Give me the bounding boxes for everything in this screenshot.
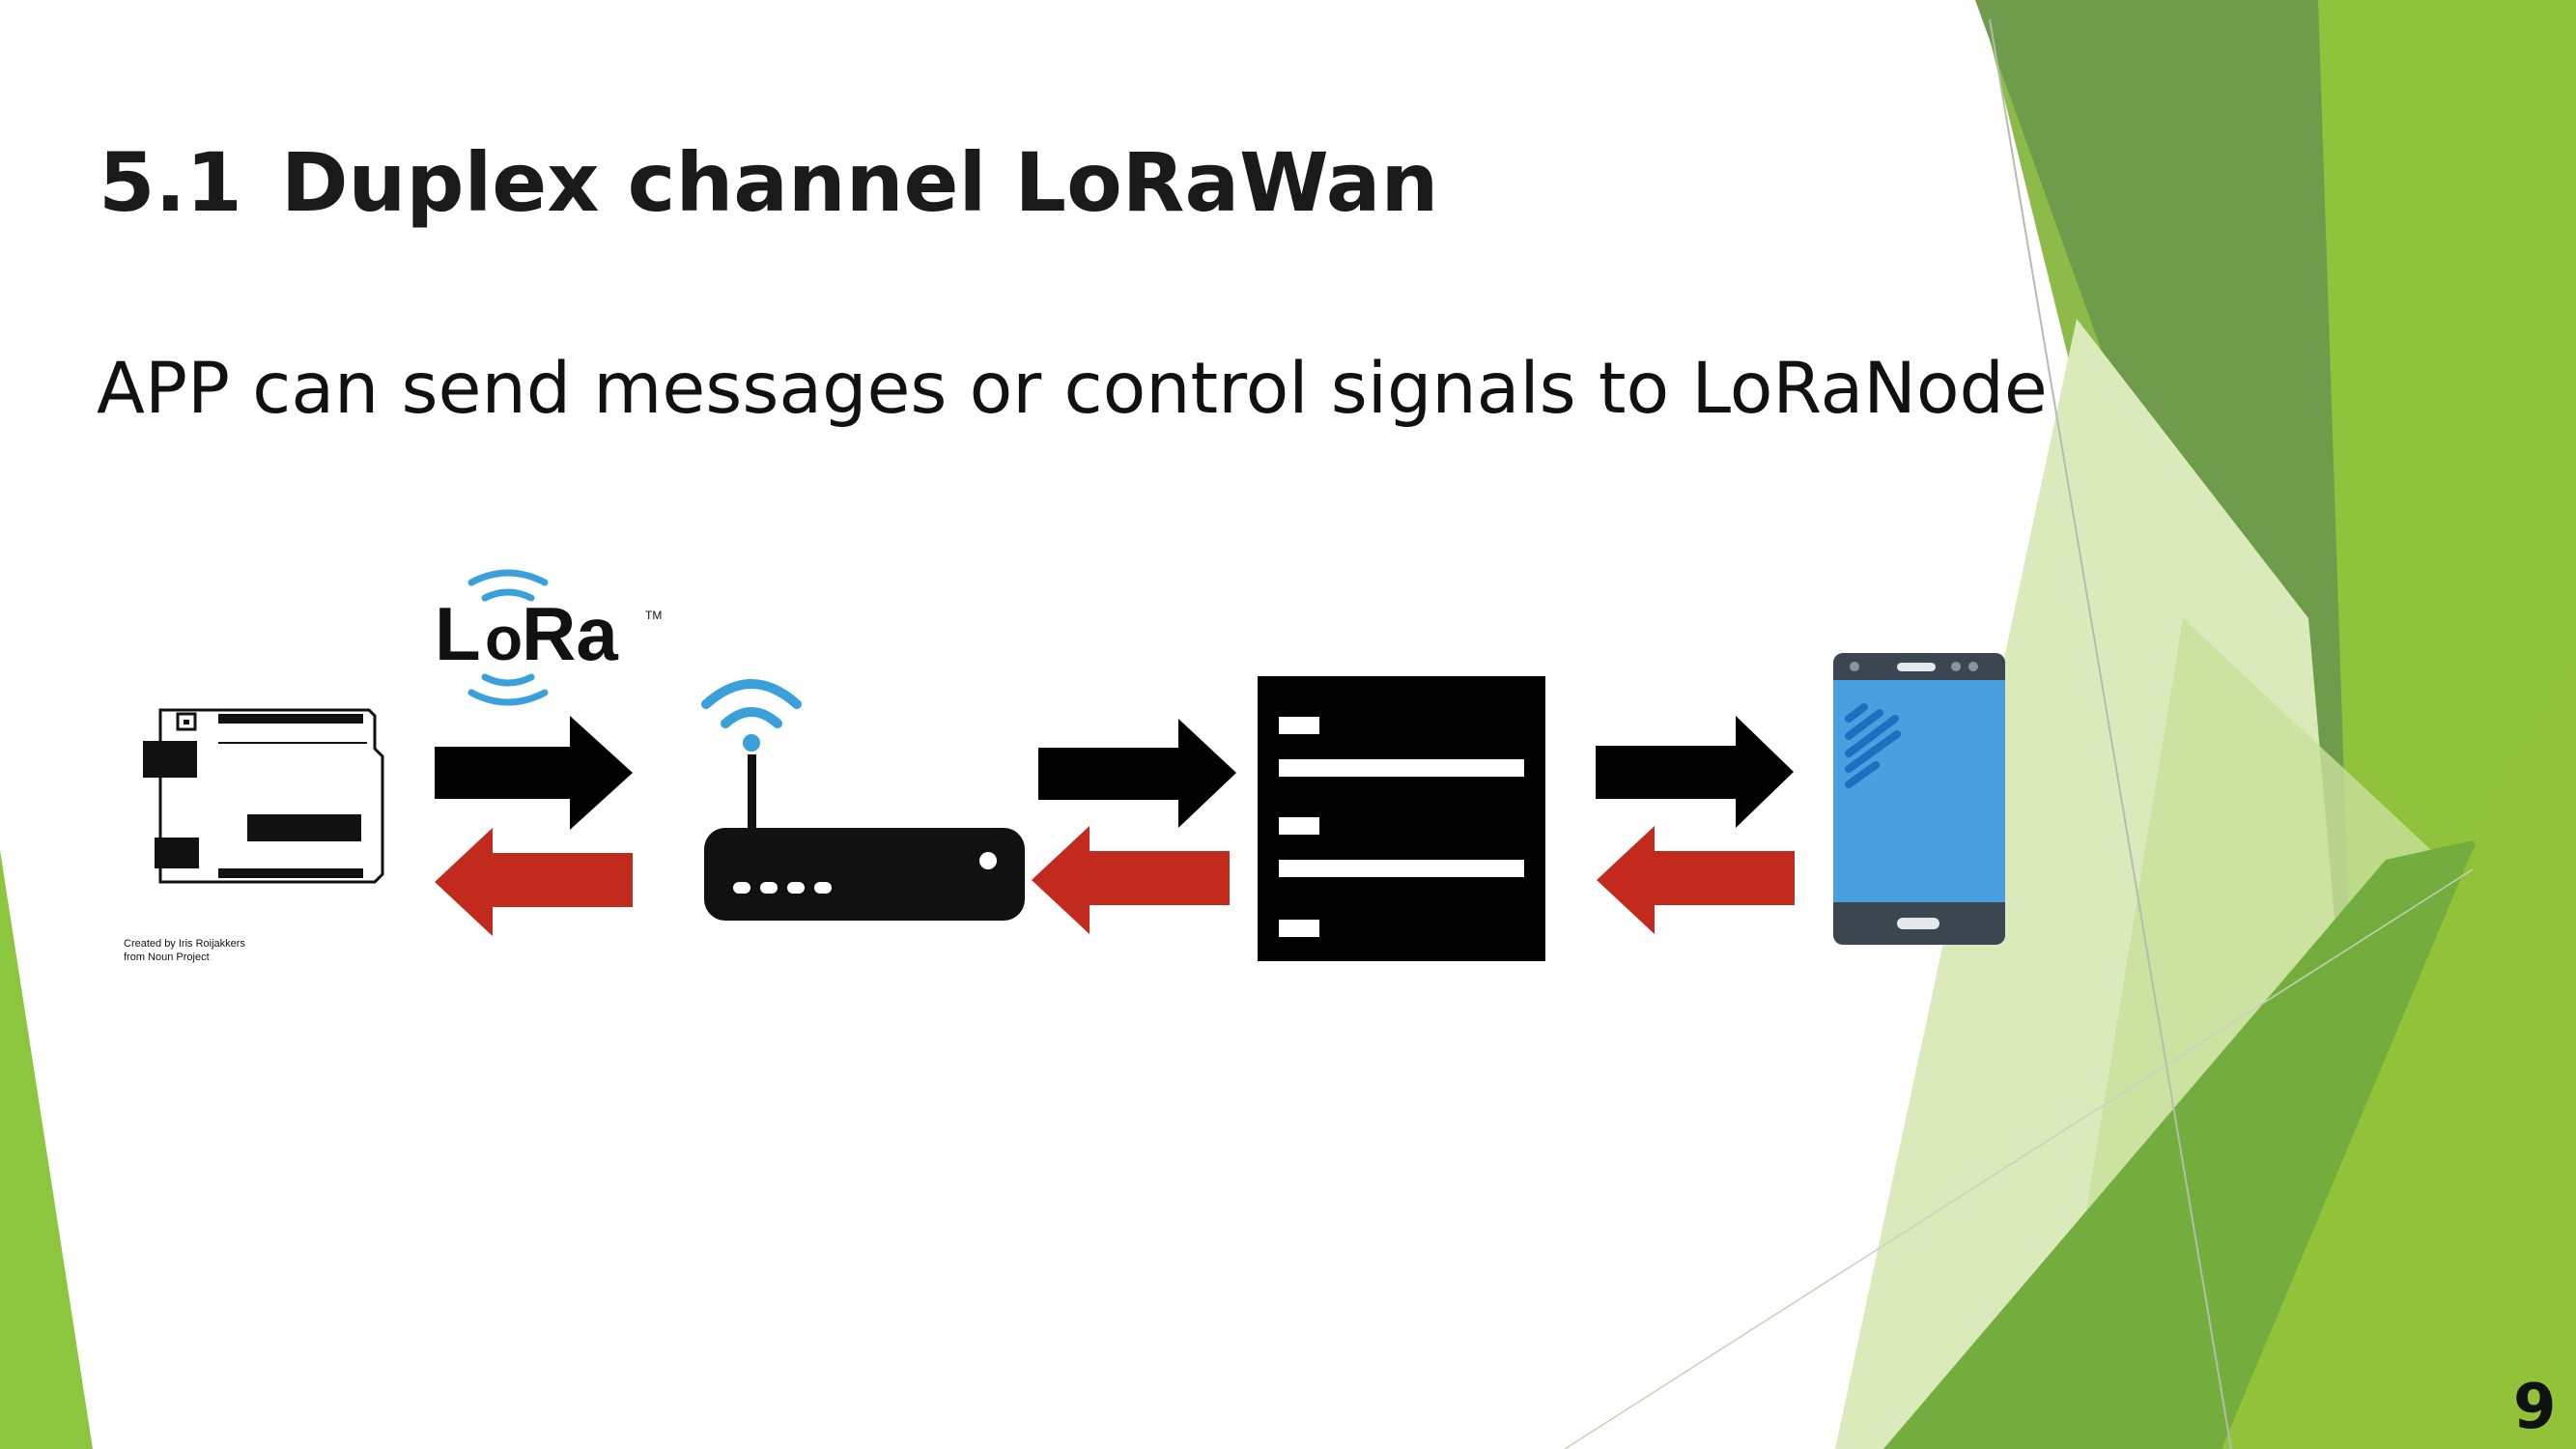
uplink-arrow-gateway-to-server xyxy=(1038,719,1236,828)
router-icon xyxy=(701,679,1025,921)
uplink-arrow-node-to-gateway xyxy=(435,716,633,830)
downlink-arrow-server-to-gateway xyxy=(1032,826,1230,934)
lora-logo: L o Ra TM xyxy=(435,569,662,706)
wave-top-inner xyxy=(481,588,535,602)
section-number: 5.1 xyxy=(99,135,242,230)
thin-line-1 xyxy=(1989,18,2232,1449)
title-text: Duplex channel LoRaWan xyxy=(280,135,1439,230)
wave-top-outer xyxy=(467,569,549,586)
slide-title: 5.1 Duplex channel LoRaWan xyxy=(99,135,1438,230)
green-facet-bottom-right xyxy=(2222,676,2576,1449)
credit-line-1: Created by Iris Roijakkers xyxy=(124,938,245,950)
lora-logo-ra: Ra xyxy=(522,591,618,676)
wave-bottom-inner xyxy=(481,673,535,687)
arduino-board-icon xyxy=(143,708,384,884)
icon-credit: Created by Iris Roijakkers from Noun Pro… xyxy=(124,937,245,964)
uplink-arrow-server-to-app xyxy=(1596,716,1794,828)
downlink-arrow-app-to-server xyxy=(1597,826,1795,934)
credit-line-2: from Noun Project xyxy=(124,952,210,963)
thin-line-2 xyxy=(1564,868,2474,1449)
wifi-wave-outer xyxy=(701,679,802,709)
downlink-arrow-gateway-to-node xyxy=(435,828,633,936)
server-rack-icon xyxy=(1258,676,1545,961)
wifi-wave-inner xyxy=(721,707,782,728)
slide-subtitle: APP can send messages or control signals… xyxy=(97,348,2048,430)
smartphone-icon xyxy=(1833,653,2005,945)
lora-logo-l: L xyxy=(435,591,481,676)
lora-logo-tm: TM xyxy=(645,609,662,622)
lora-logo-o: o xyxy=(485,604,523,673)
wave-bottom-outer xyxy=(467,689,549,706)
page-number: 9 xyxy=(2513,1372,2557,1443)
green-facet-left xyxy=(0,850,93,1449)
